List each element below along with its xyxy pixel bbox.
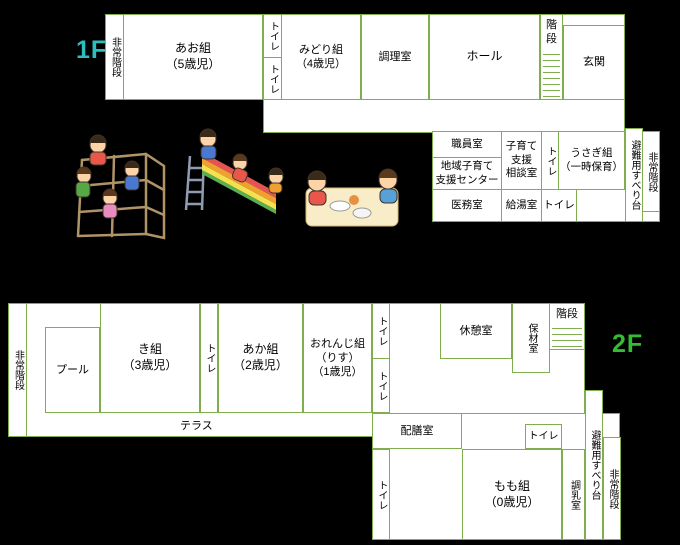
f1-toilet-center: トイレ: [541, 131, 559, 190]
f1-support-center: 地域子育て 支援センター: [432, 157, 502, 190]
f1-emergency-stairs-east: 非常階段: [642, 131, 660, 212]
f2-ki-class: き組 （3歳児）: [100, 303, 200, 413]
f1-stairs-label: 階段: [546, 19, 557, 46]
slide-illustration: [184, 128, 284, 214]
f2-aka-class: あか組 （2歳児）: [218, 303, 303, 413]
f1-toilet-north: トイレ: [263, 14, 282, 58]
floor2-label: 2F: [612, 330, 644, 358]
f1-entrance: 玄関: [563, 25, 625, 100]
f2-rest-room: 休憩室: [440, 303, 512, 359]
jungle-gym-illustration: [75, 134, 166, 240]
f2-toilet-mid-north: トイレ: [372, 303, 390, 359]
eating-illustration: [305, 168, 399, 227]
f1-stairs: 階段: [540, 14, 563, 100]
floor1-label: 1F: [76, 36, 108, 64]
floor1-corridor: [263, 99, 625, 133]
f2-toilet-south: トイレ: [372, 449, 390, 540]
f2-stairs-label: 階段: [556, 308, 578, 320]
f2-serving-room: 配膳室: [372, 413, 462, 449]
f2-momo-class: もも組 （0歳児）: [462, 449, 562, 540]
f1-hot-water-room: 給湯室: [501, 189, 542, 222]
clipart-children-slide: [172, 122, 287, 219]
f1-toilet-south: トイレ: [263, 57, 282, 100]
f1-kitchen: 調理室: [361, 14, 429, 100]
f2-stairs-treads-icon: [552, 323, 582, 348]
f1-usagi-class: うさぎ組 （一時保育）: [558, 131, 625, 190]
f1-toilet-east: トイレ: [541, 189, 577, 222]
f1-consultation-room: 子育て 支援 相談室: [501, 131, 542, 190]
f2-terrace-label: テラス: [180, 420, 213, 432]
f1-midori-class: みどり組 （4歳児）: [281, 14, 361, 100]
f2-pool: プール: [45, 327, 100, 413]
f1-escape-slide: 避難用すべり台: [625, 128, 643, 222]
f2-toilet-east-small: トイレ: [525, 424, 562, 449]
f2-emergency-stairs-east: 非常階段: [603, 437, 621, 540]
f2-stairs: 階段: [549, 303, 585, 350]
f1-staff-room: 職員室: [432, 131, 502, 158]
f1-ao-class: あお組 （5歳児）: [123, 14, 263, 100]
f1-emergency-stairs-west: 非常階段: [105, 14, 124, 100]
f2-escape-slide: 避難用すべり台: [585, 390, 603, 540]
clipart-children-eating: [300, 160, 405, 235]
f1-stairs-treads-icon: [542, 48, 561, 98]
f2-orange-class: おれんじ組 （りす） （1歳児）: [303, 303, 372, 413]
f2-materials-room: 保材室: [512, 303, 550, 373]
f2-milk-room: 調乳室: [562, 449, 585, 540]
f1-hall: ホール: [429, 14, 540, 100]
f2-emergency-stairs-west: 非常階段: [8, 303, 27, 437]
f1-medical-room: 医務室: [432, 189, 502, 222]
clipart-children-jungle-gym: [70, 132, 170, 245]
f2-toilet-mid-south: トイレ: [372, 358, 390, 413]
f2-toilet-west: トイレ: [200, 303, 218, 413]
